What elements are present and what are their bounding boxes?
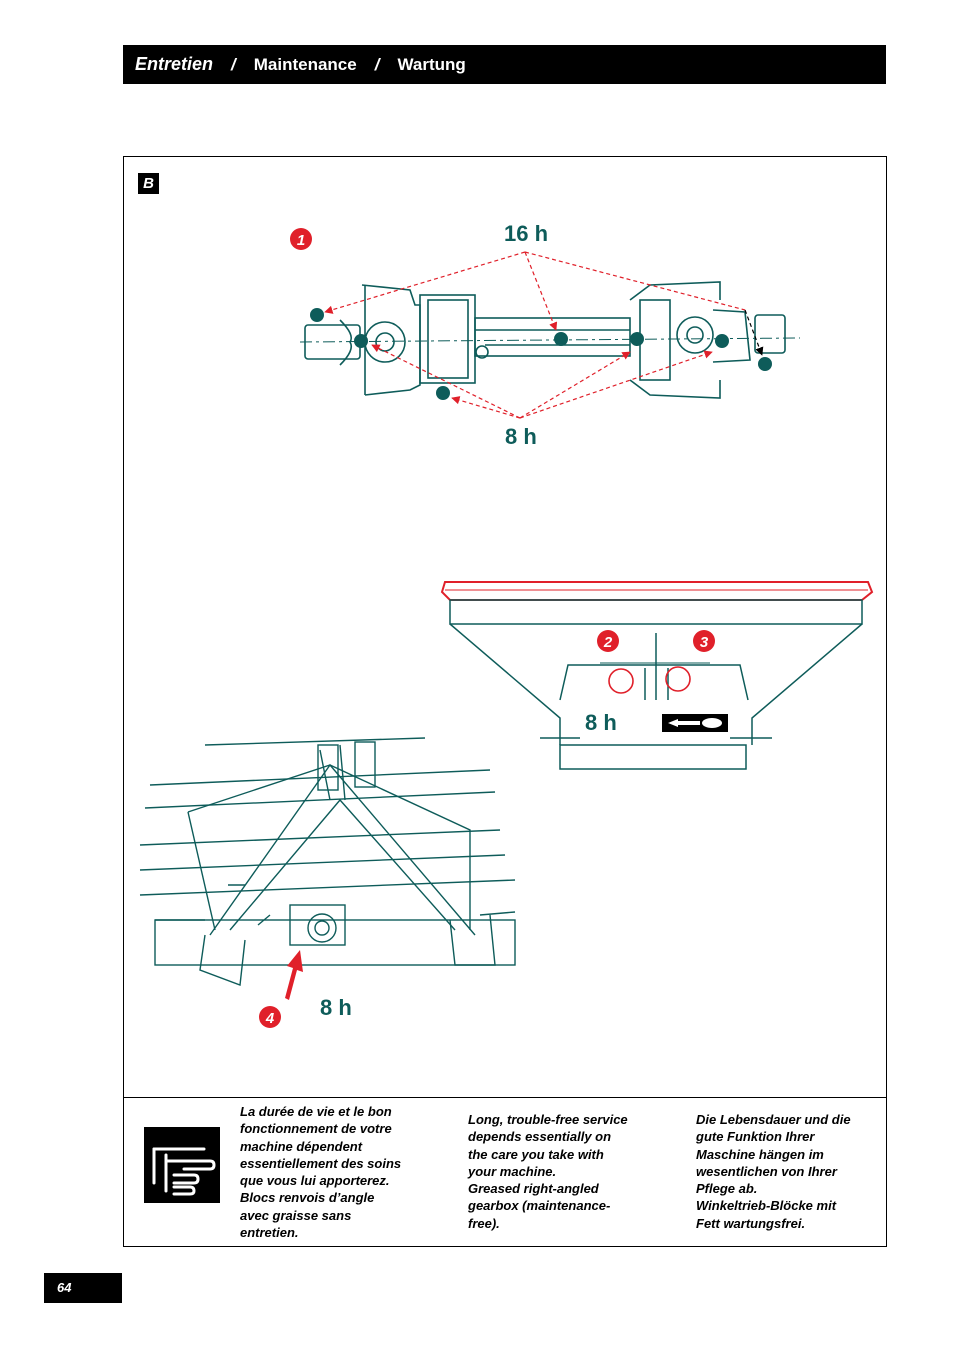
pto-grease-arrows: [324, 251, 746, 419]
callout-2: 2: [597, 630, 619, 652]
callout-4: 4: [259, 1006, 281, 1028]
header-separator: /: [231, 54, 236, 74]
note-text-de: Die Lebensdauer und die gute Funktion Ih…: [696, 1112, 851, 1231]
interval-8h-frame-label: 8 h: [320, 995, 352, 1020]
header-title-en: Maintenance: [253, 54, 357, 74]
interval-8h-shaft-label: 8 h: [505, 424, 537, 449]
callout-2-label: 2: [603, 634, 613, 651]
note-text-fr: La durée de vie et le bon fonctionnement…: [240, 1104, 402, 1241]
grease-points: [310, 308, 772, 400]
callout-1: 1: [290, 228, 312, 250]
header-title-de: Wartung: [397, 54, 466, 74]
page-header: Entretien / Maintenance / Wartung: [123, 45, 886, 84]
note-text-en: Long, trouble-free service depends essen…: [468, 1112, 628, 1231]
figure-frame: B: [123, 156, 887, 1247]
pointing-hand-note-icon: [144, 1127, 220, 1203]
page-number: 64: [44, 1273, 122, 1303]
callout-1-label: 1: [297, 232, 305, 249]
callout-3: 3: [693, 630, 715, 652]
hopper-drawing: [440, 581, 874, 770]
frame-hitch-drawing: [139, 737, 516, 986]
callout-4-arrow: [285, 950, 303, 1000]
header-title-fr: Entretien: [135, 54, 214, 74]
frame-divider: [124, 1097, 886, 1098]
interval-16h-label: 16 h: [504, 221, 548, 246]
figure-badge: B: [138, 173, 159, 194]
grease-gun-icon: [662, 714, 728, 732]
header-separator: /: [374, 54, 380, 74]
interval-8h-hopper-label: 8 h: [585, 710, 617, 735]
callout-3-label: 3: [700, 634, 709, 651]
callout-4-label: 4: [265, 1010, 275, 1027]
